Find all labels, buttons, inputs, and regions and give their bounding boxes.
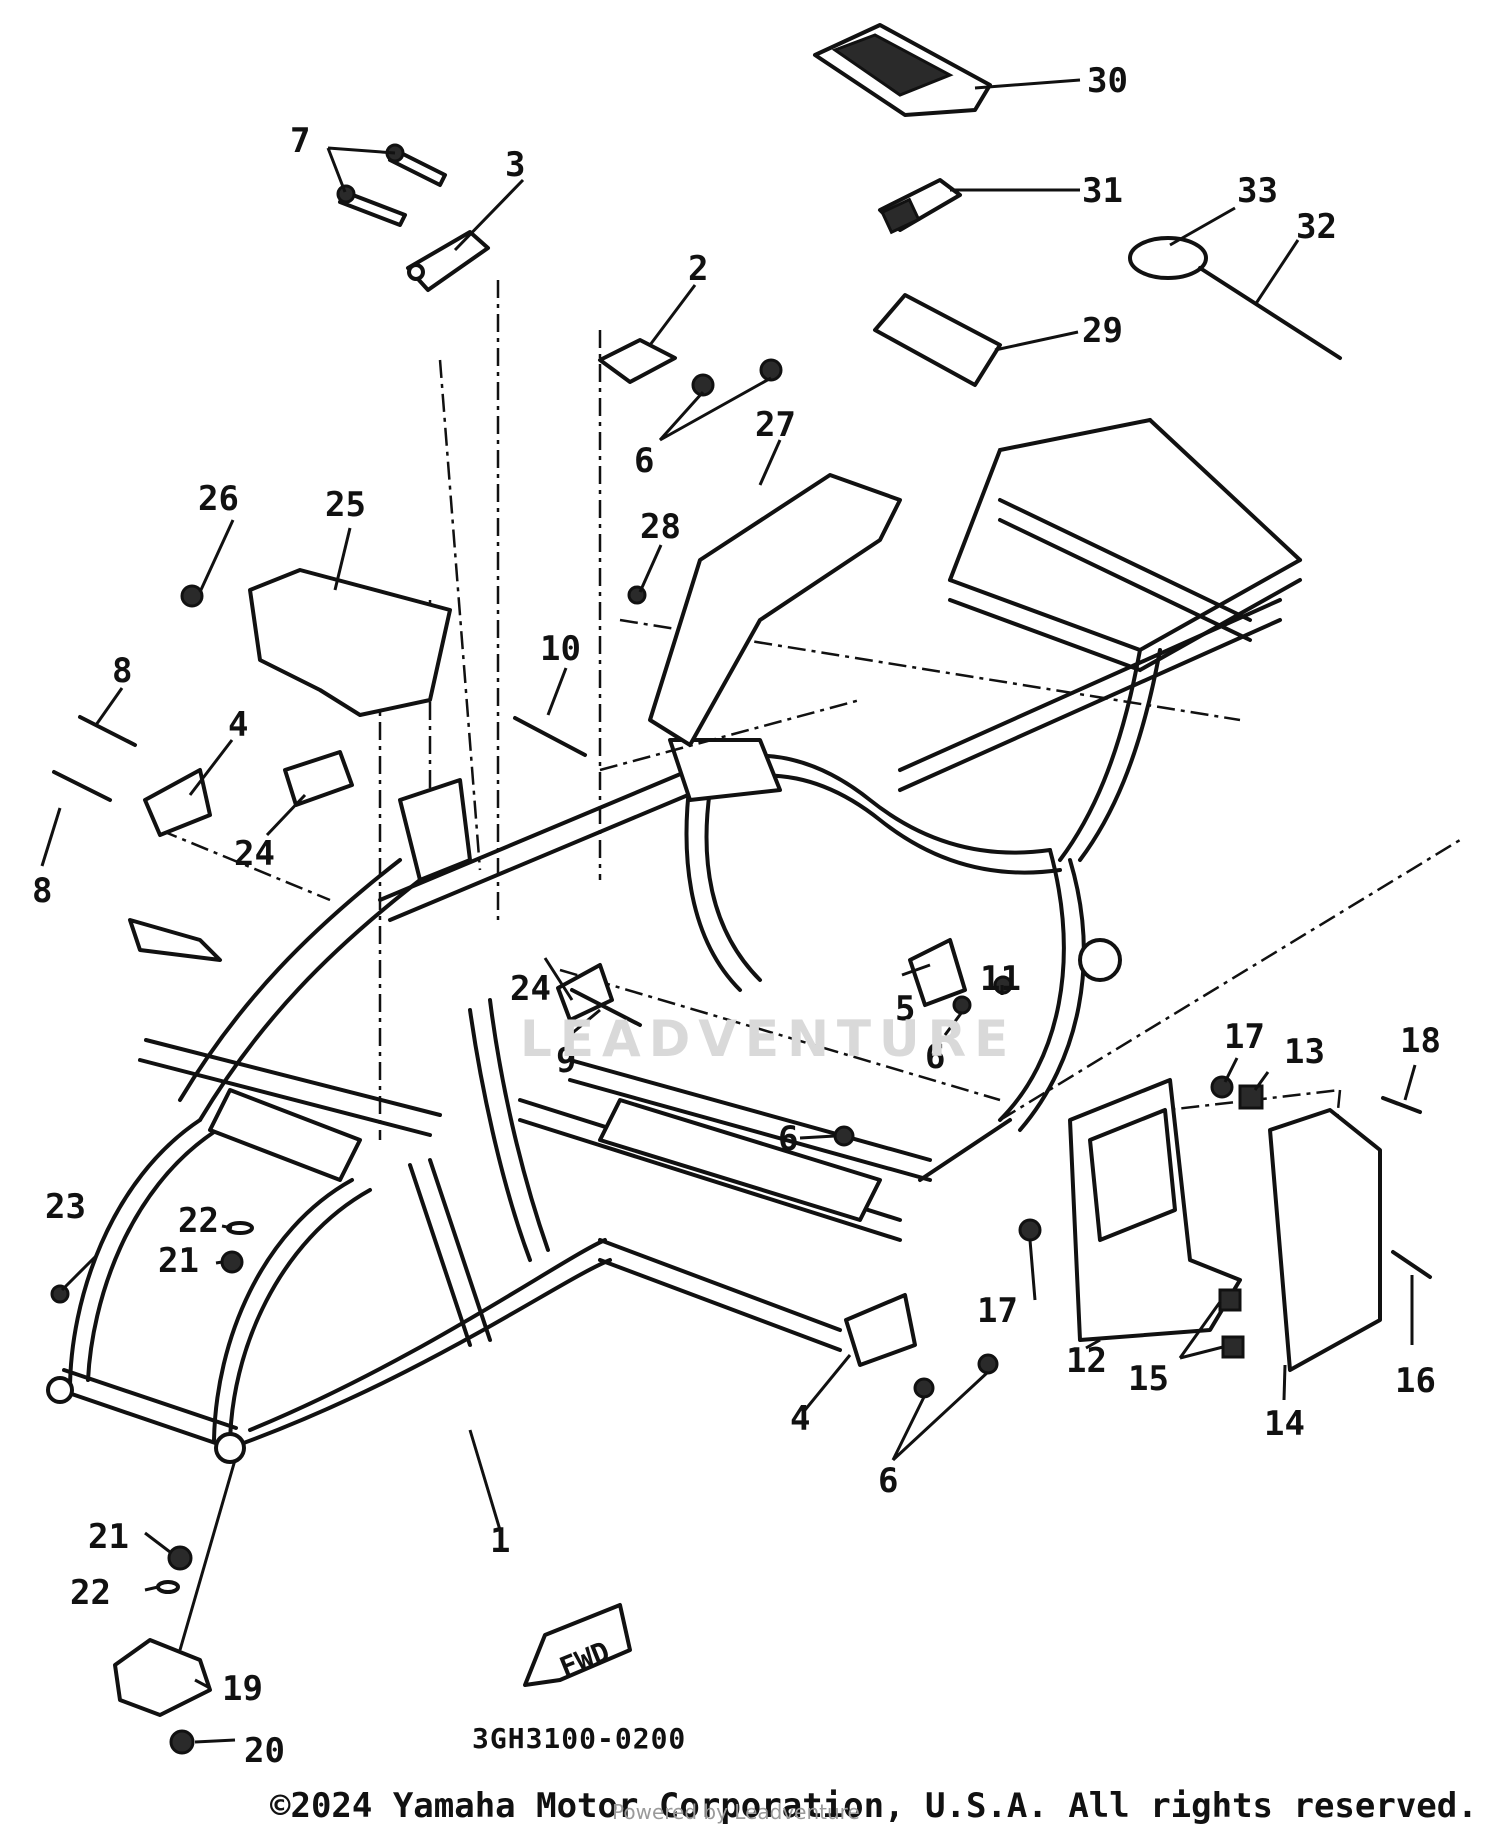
part-15-b xyxy=(1221,1335,1245,1359)
part-17-b xyxy=(1018,1218,1042,1242)
callout-19: 19 xyxy=(222,1669,263,1709)
part-8-bolt-a xyxy=(78,715,137,747)
part-22-bottom xyxy=(156,1580,180,1594)
callout-32: 32 xyxy=(1296,207,1337,247)
part-6-nut-a xyxy=(691,373,715,397)
callout-17b: 17 xyxy=(977,1291,1018,1331)
callout-7: 7 xyxy=(290,121,310,161)
part-9 xyxy=(570,988,642,1027)
callout-22b: 22 xyxy=(70,1573,111,1613)
copyright-notice: ©2024 Yamaha Motor Corporation, U.S.A. A… xyxy=(270,1786,1478,1826)
part-21-top xyxy=(220,1250,244,1274)
callout-3: 3 xyxy=(505,145,525,185)
callout-23: 23 xyxy=(45,1187,86,1227)
part-6-nut-e xyxy=(977,1353,999,1375)
callout-11: 11 xyxy=(980,959,1021,999)
part-8-bolt-b xyxy=(52,770,112,802)
callout-6b: 6 xyxy=(925,1037,945,1077)
callout-24a: 24 xyxy=(234,834,275,874)
callout-2: 2 xyxy=(688,249,708,289)
main-frame-part-1 xyxy=(46,418,1302,1464)
watermark-text: LEADVENTURE xyxy=(520,1010,1017,1068)
callout-22a: 22 xyxy=(178,1201,219,1241)
part-26 xyxy=(180,584,204,608)
callout-33: 33 xyxy=(1237,171,1278,211)
callout-6a: 6 xyxy=(634,441,654,481)
callout-21a: 21 xyxy=(158,1241,199,1281)
callout-31: 31 xyxy=(1082,171,1123,211)
callout-28: 28 xyxy=(640,507,681,547)
callout-12: 12 xyxy=(1066,1341,1107,1381)
part-19 xyxy=(113,1638,212,1717)
part-17-a xyxy=(1210,1075,1234,1099)
callout-16: 16 xyxy=(1395,1361,1436,1401)
part-2 xyxy=(598,338,677,384)
callout-29: 29 xyxy=(1082,311,1123,351)
callout-9: 9 xyxy=(556,1041,576,1081)
part-24-top xyxy=(283,750,354,807)
callout-4a: 4 xyxy=(228,705,248,745)
callout-8a: 8 xyxy=(112,651,132,691)
callout-4b: 4 xyxy=(790,1399,810,1439)
callout-17a: 17 xyxy=(1224,1017,1265,1057)
part-30 xyxy=(813,23,992,117)
leader-lines xyxy=(40,78,1417,1744)
callout-6c: 6 xyxy=(778,1119,798,1159)
part-4-top xyxy=(143,768,212,837)
callout-1: 1 xyxy=(490,1521,510,1561)
part-20 xyxy=(169,1729,195,1755)
callout-21b: 21 xyxy=(88,1517,129,1557)
part-10 xyxy=(513,716,587,757)
alignment-lines xyxy=(159,280,1461,1291)
part-13 xyxy=(1238,1084,1264,1110)
part-3 xyxy=(406,230,490,292)
callout-25: 25 xyxy=(325,485,366,525)
part-27 xyxy=(648,473,902,747)
callout-10: 10 xyxy=(540,629,581,669)
callout-numbers: 30 31 33 32 29 7 3 2 6 27 28 26 25 10 8 … xyxy=(32,61,1441,1771)
callout-14: 14 xyxy=(1264,1404,1305,1444)
callout-30: 30 xyxy=(1087,61,1128,101)
part-5 xyxy=(908,938,967,1007)
callout-5: 5 xyxy=(895,989,915,1029)
part-25 xyxy=(248,568,452,717)
part-14 xyxy=(1268,1108,1382,1372)
part-7-bolts xyxy=(336,143,447,227)
part-16 xyxy=(1391,1250,1432,1279)
part-21-bottom xyxy=(167,1545,193,1571)
part-31 xyxy=(878,178,962,235)
part-32-33 xyxy=(1128,236,1342,360)
callout-24b: 24 xyxy=(510,969,551,1009)
drawing-code: 3GH3100-0200 xyxy=(472,1722,686,1755)
callout-6d: 6 xyxy=(878,1461,898,1501)
powered-by-text: Powered by Leadventure xyxy=(612,1800,860,1824)
part-12 xyxy=(1068,1078,1242,1342)
part-15-a xyxy=(1218,1288,1242,1312)
part-6-nut-d xyxy=(833,1125,855,1147)
callout-18: 18 xyxy=(1400,1021,1441,1061)
part-6-nut-f xyxy=(913,1377,935,1399)
callout-20: 20 xyxy=(244,1731,285,1771)
part-18 xyxy=(1381,1096,1422,1114)
fwd-arrow-icon: FWD xyxy=(523,1603,632,1687)
part-24-lower xyxy=(556,963,614,1022)
part-29 xyxy=(873,293,1002,387)
callout-26: 26 xyxy=(198,479,239,519)
callout-15: 15 xyxy=(1128,1359,1169,1399)
callout-27: 27 xyxy=(755,405,796,445)
callout-8b: 8 xyxy=(32,871,52,911)
callout-13: 13 xyxy=(1284,1032,1325,1072)
part-4-lower xyxy=(844,1293,917,1367)
part-6-nut-b xyxy=(759,358,783,382)
